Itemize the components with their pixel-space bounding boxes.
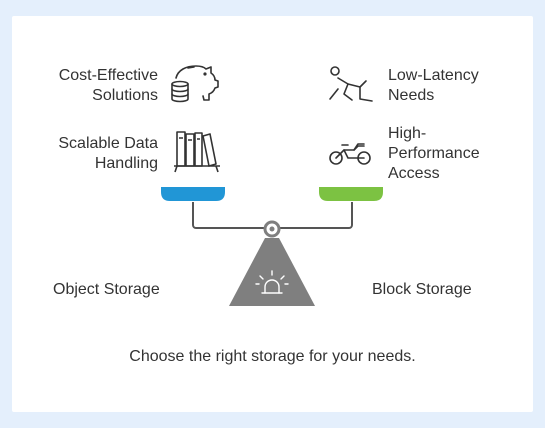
motorcycle-icon: [329, 143, 371, 165]
left-item-scalable: Scalable Data Handling: [30, 134, 158, 174]
runner-icon: [329, 66, 373, 102]
left-item-cost-effective: Cost-Effective Solutions: [30, 66, 158, 106]
right-item-2-line3: Access: [388, 165, 440, 182]
right-item-low-latency: Low-Latency Needs: [388, 66, 479, 106]
left-item-1-line2: Solutions: [92, 87, 158, 104]
bookshelf-icon: [174, 131, 220, 173]
right-item-2-line2: Performance: [388, 145, 480, 162]
piggy-bank-coins-icon: [171, 65, 219, 103]
right-pan: [319, 187, 383, 201]
right-item-2-line1: High-: [388, 125, 427, 142]
pivot-center: [269, 226, 275, 232]
diagram-card: [12, 16, 533, 412]
right-item-high-performance: High- Performance Access: [388, 124, 480, 184]
object-storage-label: Object Storage: [53, 281, 160, 298]
left-item-1-line1: Cost-Effective: [58, 67, 158, 84]
left-item-2-line1: Scalable Data: [58, 135, 158, 152]
right-item-1-line2: Needs: [388, 87, 435, 104]
caption: Choose the right storage for your needs.: [129, 348, 416, 365]
block-storage-label: Block Storage: [372, 281, 472, 298]
left-pan: [161, 187, 225, 201]
alarm-light-icon: [255, 270, 289, 294]
right-item-1-line1: Low-Latency: [388, 67, 479, 84]
left-item-2-line2: Handling: [94, 155, 158, 172]
